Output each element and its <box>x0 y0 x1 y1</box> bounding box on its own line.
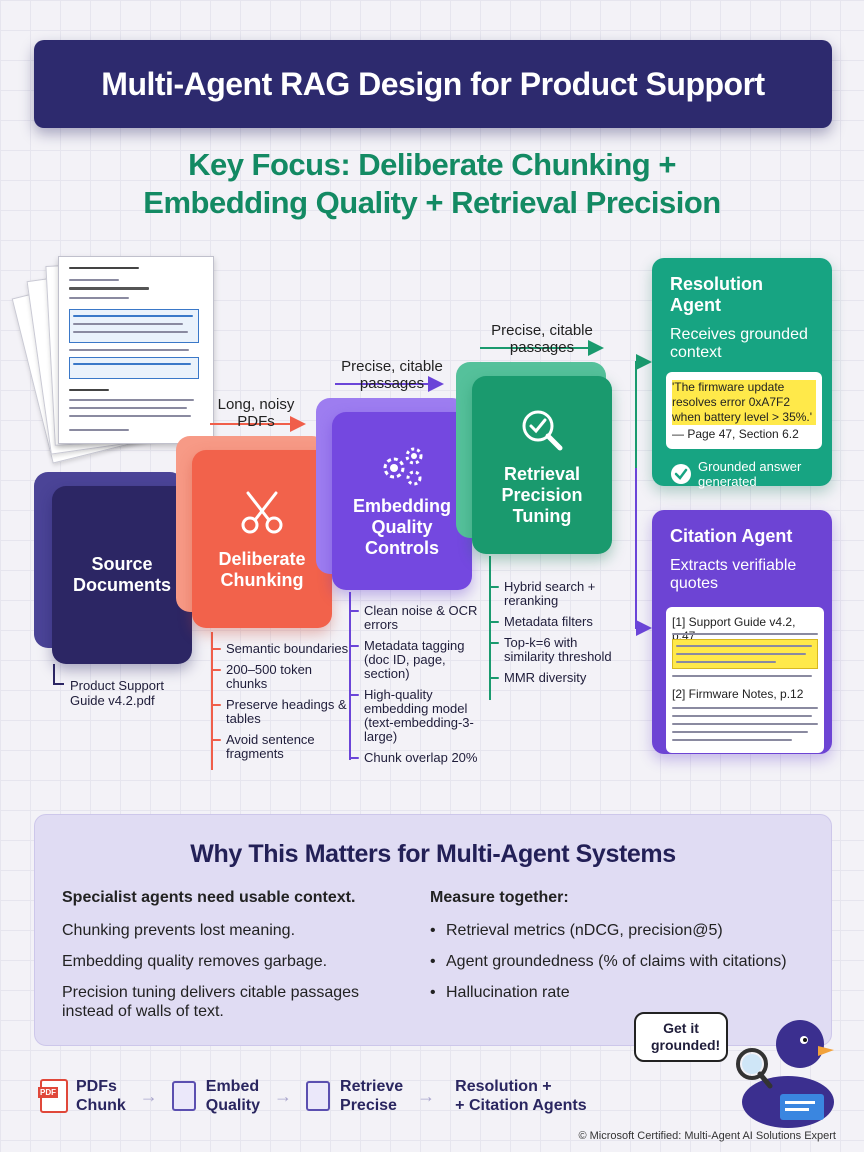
why-right-row: Retrieval metrics (nDCG, precision@5) <box>430 921 820 940</box>
check-circle-icon <box>671 464 691 484</box>
page-title: Multi-Agent RAG Design for Product Suppo… <box>101 65 765 102</box>
bottom-step-4-line-2: + Citation Agents <box>455 1097 587 1114</box>
resolution-status: Grounded answer generated <box>670 459 814 489</box>
resolution-quote: 'The firmware update resolves error 0xA7… <box>672 380 816 425</box>
stage-deliberate-chunking: Deliberate Chunking <box>192 450 332 628</box>
chunking-bullets: Semantic boundaries 200–500 token chunks… <box>212 642 352 768</box>
bottom-step-3-line-2: Precise <box>340 1097 397 1114</box>
bottom-step-3: Retrieve Precise <box>340 1077 403 1115</box>
resolution-agent-desc: Receives grounded context <box>670 326 808 361</box>
document-stack-illustration <box>11 252 224 464</box>
document-page <box>58 256 214 444</box>
stage-embedding-label-1: Embedding <box>353 495 451 516</box>
why-right-column: Measure together: Retrieval metrics (nDC… <box>430 888 820 1014</box>
retrieval-bullets: Hybrid search + reranking Metadata filte… <box>490 580 620 692</box>
bullet-item: 200–500 token chunks <box>212 663 352 691</box>
arrow-to-resolution <box>635 354 652 468</box>
why-right-row: Hallucination rate <box>430 983 820 1002</box>
bottom-step-3-line-1: Retrieve <box>340 1078 404 1095</box>
stage-chunking-label-2: Chunking <box>220 570 304 590</box>
stage-chunking-label-1: Deliberate <box>218 549 306 569</box>
subtitle: Key Focus: Deliberate Chunking + Embeddi… <box>60 146 804 222</box>
bullet-item: Metadata filters <box>490 615 620 629</box>
resolution-quote-source: — Page 47, Section 6.2 <box>672 427 799 441</box>
why-left-row: Precision tuning delivers citable passag… <box>62 984 360 1020</box>
stage-embedding-quality: Embedding Quality Controls <box>332 412 472 590</box>
line-source-file <box>53 664 64 685</box>
bottom-arrow-icon: → <box>274 1085 293 1106</box>
subtitle-line-2: Embedding Quality + Retrieval Precision <box>143 185 721 220</box>
bottom-step-2-line-2: Quality <box>205 1097 261 1114</box>
title-bar: Multi-Agent RAG Design for Product Suppo… <box>34 40 832 128</box>
mascot-speech-bubble: Get it grounded! <box>634 1012 728 1062</box>
footer-note: © Microsoft Certified: Multi-Agent AI So… <box>578 1130 836 1142</box>
bullet-item: Metadata tagging (doc ID, page, section) <box>350 639 490 681</box>
why-right-head: Measure together: <box>430 889 569 906</box>
stage-retrieval-label-2: Precision <box>501 484 583 505</box>
bullet-item: Top-k=6 with similarity threshold <box>490 636 620 664</box>
subtitle-line-1: Key Focus: Deliberate Chunking + <box>188 147 676 182</box>
bottom-step-4-line-1: Resolution + <box>455 1078 552 1095</box>
pdf-file-icon: PDF <box>38 1079 68 1113</box>
citation-ref-2: [2] Firmware Notes, p.12 <box>672 687 804 701</box>
bottom-arrow-icon: → <box>139 1085 158 1106</box>
bottom-step-1-line-1: PDFs <box>76 1078 117 1095</box>
stage-retrieval-precision: Retrieval Precision Tuning <box>472 376 612 554</box>
bottom-arrow-icon: → <box>417 1085 436 1106</box>
citation-agent-title: Citation Agent <box>670 526 793 546</box>
bottom-step-1: PDFs Chunk <box>76 1077 126 1115</box>
stage-embedding-label-3: Controls <box>365 537 439 558</box>
source-file-name: Product Support Guide v4.2.pdf <box>70 678 164 708</box>
bullet-item: Hybrid search + reranking <box>490 580 620 608</box>
citation-agent-panel: Citation Agent Extracts verifiable quote… <box>652 510 832 754</box>
resolution-agent-title: Resolution Agent <box>670 274 763 315</box>
embedding-bullets: Clean noise & OCR errors Metadata taggin… <box>350 604 490 772</box>
resolution-agent-panel: Resolution Agent Receives grounded conte… <box>652 258 832 489</box>
why-right-row: Agent groundedness (% of claims with cit… <box>430 952 820 971</box>
stage-source-label-1: Source <box>91 554 153 574</box>
bullet-item: High-quality embedding model (text-embed… <box>350 688 490 744</box>
why-left-row: Chunking prevents lost meaning. <box>62 922 296 939</box>
stage-retrieval-label-1: Retrieval <box>503 463 581 484</box>
arrow-to-citation <box>635 468 652 636</box>
retrieve-file-icon <box>306 1081 331 1111</box>
bullet-item: MMR diversity <box>490 671 620 685</box>
duck-mascot-icon <box>736 1020 834 1128</box>
bullet-item: Chunk overlap 20% <box>350 751 490 765</box>
bullet-item: Avoid sentence fragments <box>212 733 352 761</box>
why-title: Why This Matters for Multi-Agent Systems <box>190 840 676 868</box>
embed-file-icon <box>171 1081 196 1111</box>
magnifier-check-icon <box>522 410 563 450</box>
citation-card: [1] Support Guide v4.2, p.47 [2] Firmwar… <box>666 607 824 753</box>
resolution-quote-card: 'The firmware update resolves error 0xA7… <box>666 372 822 449</box>
bullet-item: Semantic boundaries <box>212 642 352 656</box>
bottom-step-2-line-1: Embed <box>205 1078 260 1095</box>
citation-agent-desc: Extracts verifiable quotes <box>670 557 797 592</box>
why-left-head: Specialist agents need usable context. <box>62 889 356 906</box>
flow-label-precise-2: Precise, citable passages <box>491 322 593 356</box>
why-left-row: Embedding quality removes garbage. <box>62 953 328 970</box>
stage-source-documents: Source Documents <box>52 486 192 664</box>
resolution-status-text: Grounded answer generated <box>698 459 802 489</box>
stage-source-label-2: Documents <box>72 575 171 595</box>
gears-icon <box>383 447 423 485</box>
bullet-item: Preserve headings & tables <box>212 698 352 726</box>
why-left-column: Specialist agents need usable context. C… <box>62 888 402 1033</box>
bottom-step-4: Resolution + + Citation Agents <box>455 1077 586 1115</box>
scissors-icon <box>241 491 283 534</box>
stage-embedding-label-2: Quality <box>371 516 433 537</box>
bottom-step-1-line-2: Chunk <box>76 1097 126 1114</box>
mascot-bubble-text: Get it grounded! <box>651 1020 721 1053</box>
bullet-item: Clean noise & OCR errors <box>350 604 490 632</box>
stage-retrieval-label-3: Tuning <box>512 505 572 526</box>
pdf-badge: PDF <box>38 1087 58 1098</box>
flow-label-long-noisy: Long, noisy PDFs <box>217 396 295 430</box>
bottom-step-2: Embed Quality <box>206 1077 260 1115</box>
flow-label-precise-1: Precise, citable passages <box>341 358 443 392</box>
bottom-flow: PDF PDFs Chunk → Embed Quality → Retriev… <box>38 1074 660 1118</box>
